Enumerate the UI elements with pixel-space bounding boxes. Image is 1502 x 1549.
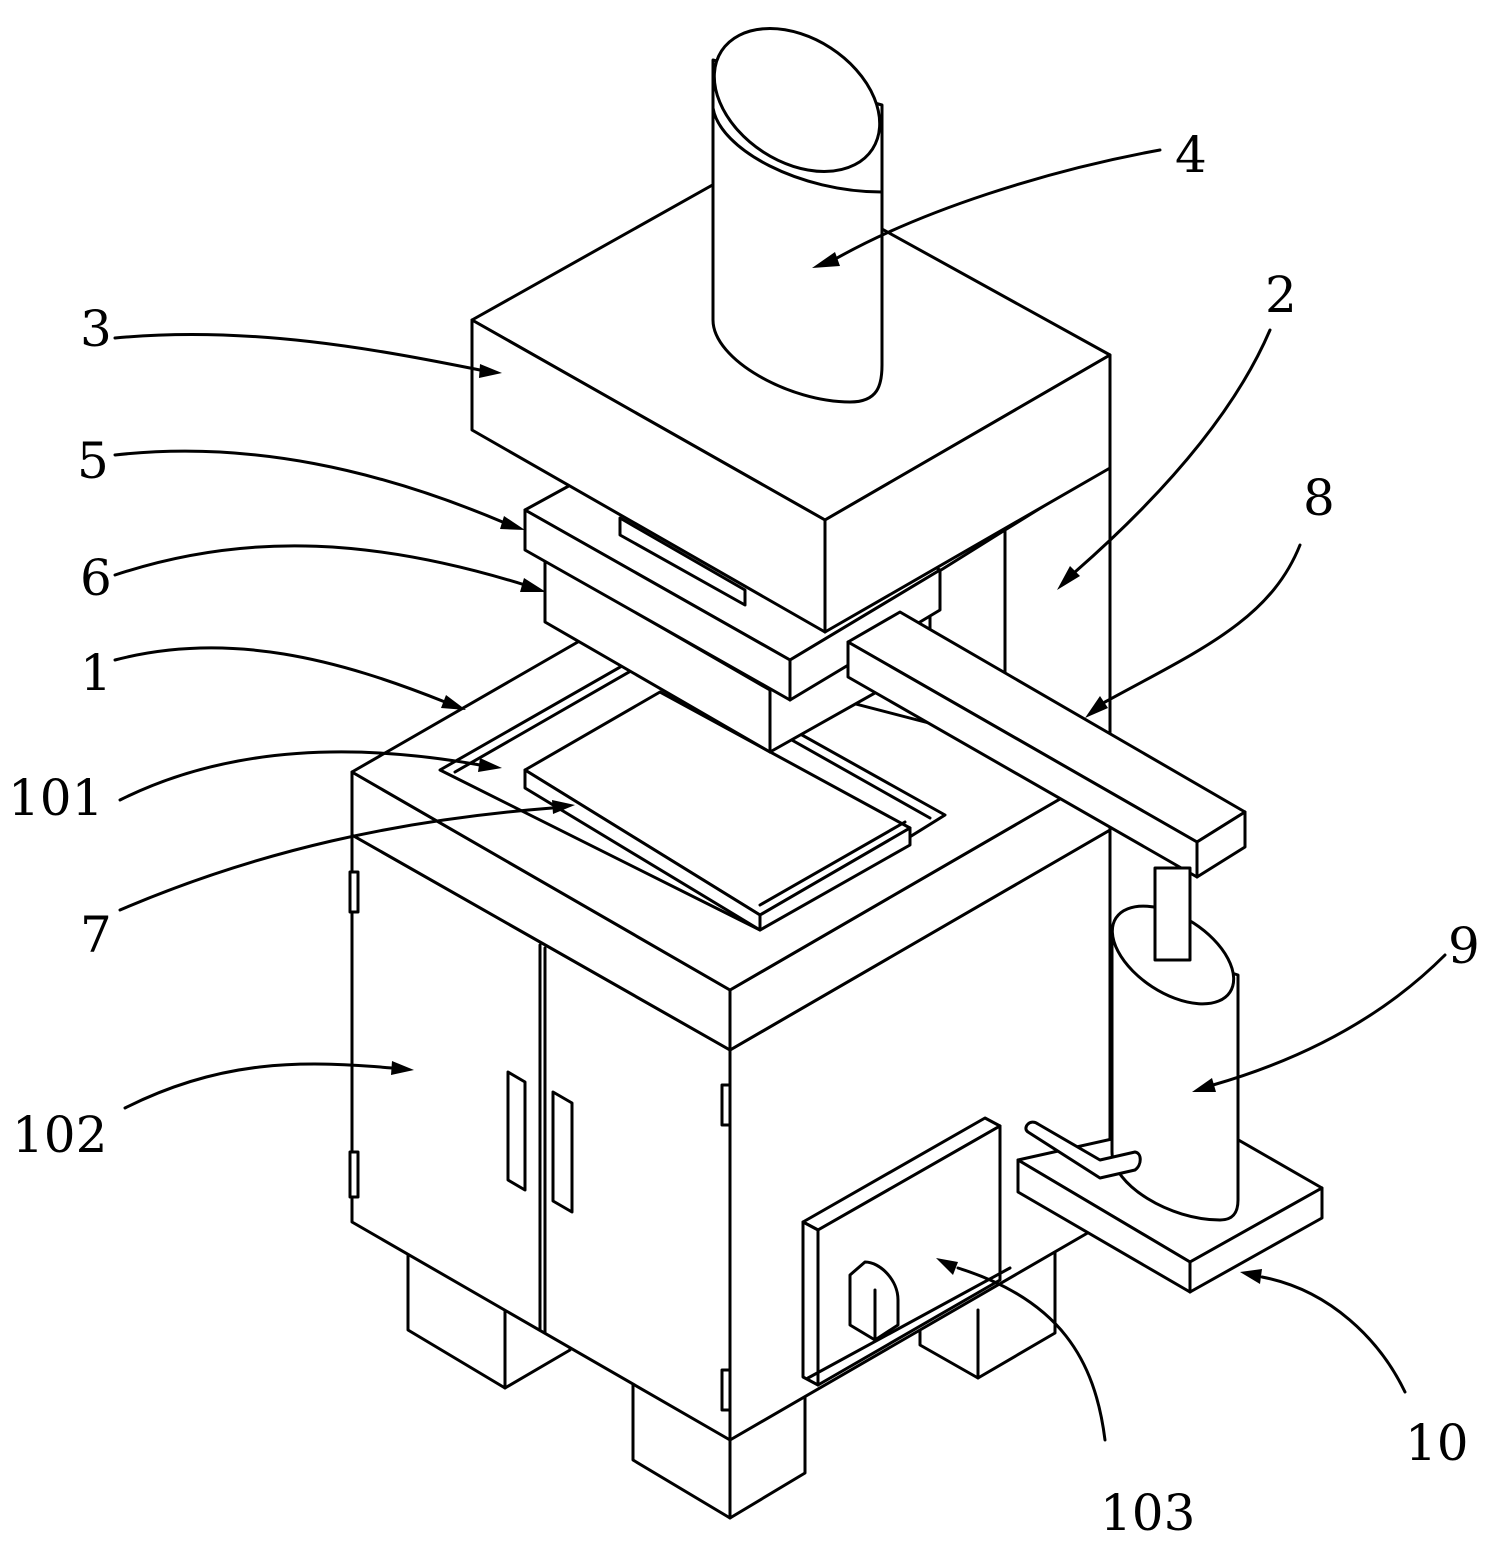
arrowhead-9	[1192, 1078, 1216, 1092]
cylinder-4	[711, 27, 884, 404]
arrowhead-4	[812, 252, 840, 268]
label-8: 8	[1303, 469, 1335, 527]
cylinder-9	[1024, 866, 1240, 1222]
control-box-103	[801, 1116, 1012, 1387]
leader-5	[113, 449, 507, 525]
arrowhead-2	[1057, 566, 1080, 590]
arrowhead-3	[479, 364, 502, 378]
arm-8	[846, 610, 1247, 879]
label-2: 2	[1265, 266, 1297, 324]
arrowhead-6	[520, 578, 546, 592]
label-4: 4	[1175, 126, 1207, 184]
leader-101	[118, 750, 482, 802]
label-10: 10	[1405, 1414, 1469, 1472]
arrowhead-8	[1085, 696, 1108, 718]
leader-4	[828, 148, 1162, 264]
label-103: 103	[1100, 1484, 1195, 1542]
leader-10	[1260, 1275, 1407, 1394]
arrowhead-103	[936, 1258, 958, 1275]
arrowhead-7	[552, 800, 575, 814]
label-7: 7	[80, 906, 112, 964]
arrowhead-1	[441, 695, 466, 710]
leader-103	[956, 1266, 1107, 1442]
arrowhead-10	[1240, 1269, 1262, 1284]
lower-mold-7	[523, 690, 912, 932]
arrowhead-102	[391, 1061, 414, 1075]
label-3: 3	[80, 300, 112, 358]
leader-2	[1073, 328, 1272, 574]
leader-lines	[113, 148, 1447, 1442]
leader-102	[123, 1062, 394, 1110]
callout-labels: 4 2 3 5 8 6 1 101 7 9 102 10 103	[8, 126, 1480, 1542]
label-1: 1	[80, 644, 112, 702]
arrowhead-101	[478, 758, 502, 772]
arrowhead-5	[500, 516, 525, 530]
leader-9	[1211, 953, 1447, 1087]
leader-1	[113, 646, 447, 704]
label-102: 102	[12, 1106, 107, 1164]
label-9: 9	[1448, 917, 1480, 975]
leader-7	[118, 806, 554, 912]
label-6: 6	[80, 549, 112, 607]
leader-6	[113, 544, 527, 587]
leader-3	[113, 332, 482, 372]
leader-8	[1103, 543, 1302, 704]
label-5: 5	[77, 432, 109, 490]
label-101: 101	[8, 769, 103, 827]
cabinet-doors-102	[348, 870, 732, 1412]
